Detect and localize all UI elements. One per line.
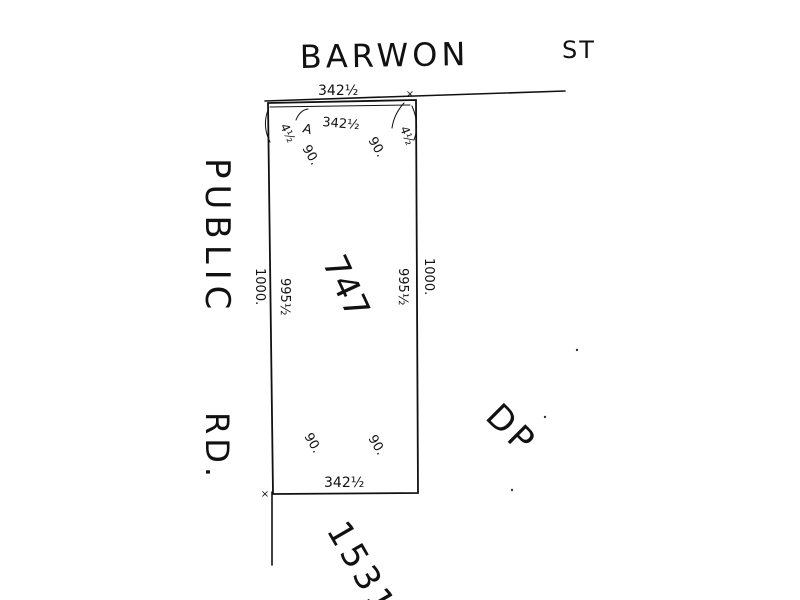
angle-bottom-right: 90. <box>365 433 388 458</box>
street-left-name: PUBLIC <box>197 158 237 315</box>
scan-speck <box>575 348 579 352</box>
splay-arrow-right-2 <box>411 105 418 141</box>
dim-bottom: 342½ <box>324 475 364 491</box>
dim-left-inner: 995½ <box>277 278 292 315</box>
plan-prefix: DP <box>478 396 545 463</box>
angle-bottom-left: 90. <box>301 431 324 456</box>
dim-splay-right: 4½ <box>397 124 417 147</box>
street-top-name: BARWON <box>299 35 469 76</box>
dim-angle-label: A <box>301 121 314 138</box>
splay-arrow-left <box>264 109 271 143</box>
corner-mark-bottom: × <box>261 489 269 500</box>
lot-boundary <box>267 99 419 495</box>
scan-speck <box>543 415 547 419</box>
scan-speck <box>510 488 514 492</box>
splay-arrow-right <box>391 102 405 129</box>
plan-number: 1531 <box>318 515 404 600</box>
top-inner-line <box>269 104 411 108</box>
dim-right-outer: 1000. <box>421 258 436 295</box>
angle-top-left: 90. <box>299 143 322 168</box>
street-top-suffix: ST <box>562 36 596 64</box>
dim-top-inner: 342½ <box>322 115 361 133</box>
dim-top-outer: 342½ <box>318 83 358 99</box>
lot-number: 747 <box>314 249 378 325</box>
angle-top-right: 90. <box>365 135 388 160</box>
dim-right-inner: 995½ <box>395 268 410 305</box>
angle-arrow-a <box>295 108 309 121</box>
dim-splay-left: 4½ <box>277 121 298 144</box>
barwon-st-boundary-line <box>264 90 566 102</box>
corner-mark-top: × <box>406 89 414 100</box>
street-left-suffix: RD. <box>198 412 236 481</box>
dim-left-outer: 1000. <box>252 268 267 305</box>
